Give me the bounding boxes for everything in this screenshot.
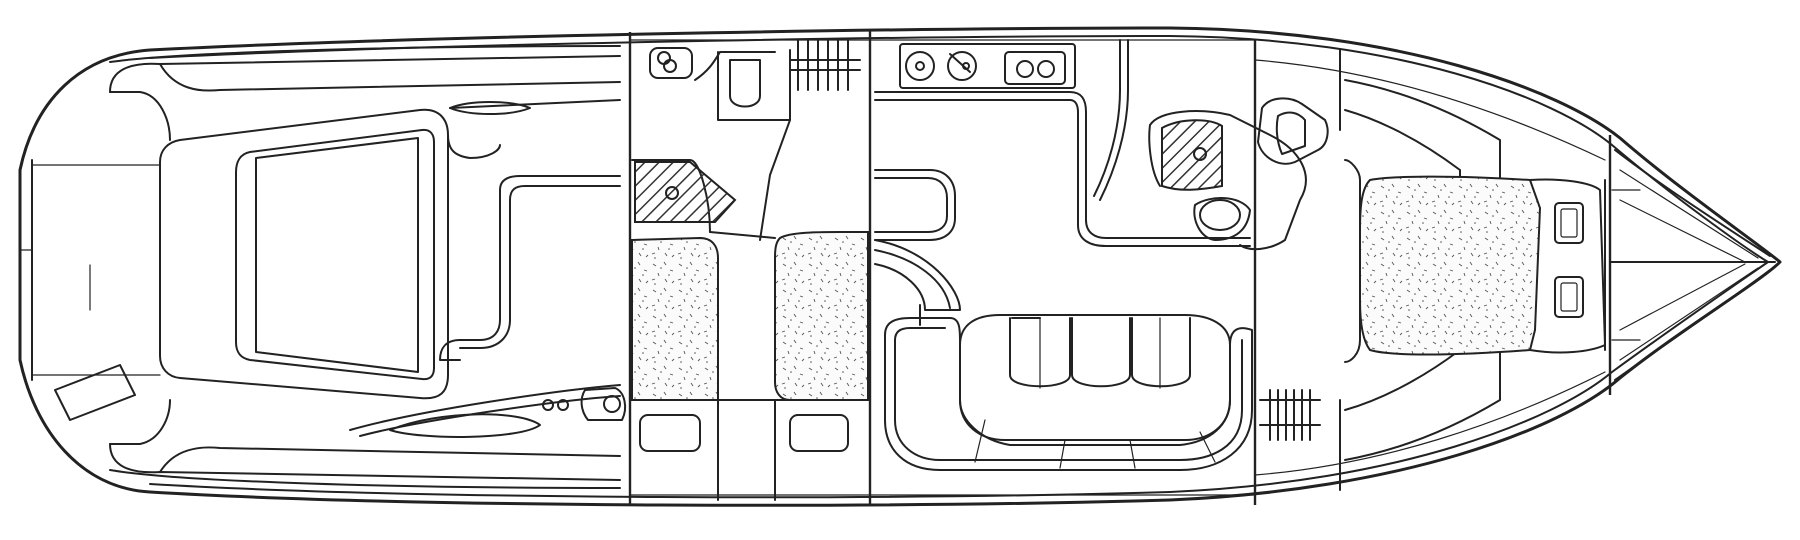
galley-sink-2	[947, 51, 977, 81]
side-deck-lines	[629, 39, 1606, 496]
forward-cabin	[1344, 79, 1606, 461]
galley-stove	[1004, 51, 1066, 85]
salon	[874, 169, 1253, 471]
galley-counter	[899, 43, 1076, 89]
aft-berth-port	[631, 236, 719, 401]
aft-cabin-sink-port	[639, 414, 701, 452]
head	[649, 39, 861, 121]
galley-sink	[905, 51, 935, 81]
aft-cabin-sink-starboard	[789, 414, 849, 452]
head-vent-grill	[789, 39, 861, 91]
head-vanity	[649, 47, 693, 79]
bow	[1608, 135, 1776, 395]
forward-cabin-hatch-2	[1554, 276, 1584, 318]
helm	[1148, 40, 1341, 505]
galley	[868, 30, 1251, 505]
helm-wheel	[1199, 199, 1241, 231]
companionway-steps	[1259, 389, 1321, 441]
forward-v-berth	[1359, 175, 1542, 356]
aft-berth-starboard	[774, 231, 869, 401]
helm-console-hatched	[1161, 119, 1223, 191]
cockpit	[54, 45, 627, 489]
salon-settee	[884, 317, 1253, 471]
aft-cabin-counter	[634, 161, 737, 223]
head-basin-2	[663, 59, 677, 73]
aft-cabin	[628, 32, 869, 505]
helm-seat	[1257, 97, 1329, 165]
forward-cabin-hatch-1	[1554, 202, 1584, 244]
head-basin-1	[657, 51, 671, 65]
